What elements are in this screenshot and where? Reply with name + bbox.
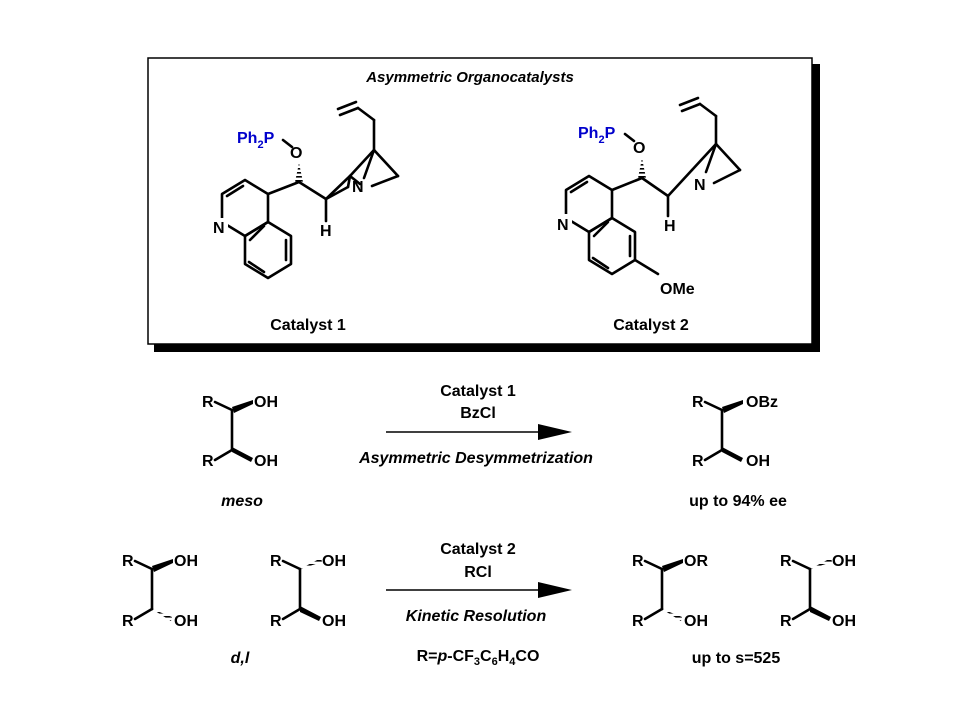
box-title: Asymmetric Organocatalysts [365, 69, 574, 86]
obz-label: OBz [746, 394, 778, 411]
r-label: R [122, 553, 134, 570]
reagent-rcl: RCl [464, 564, 492, 581]
reagent-catalyst: Catalyst 2 [440, 541, 516, 558]
oxygen-label: O [290, 145, 302, 162]
reaction-2: R OH R OH R OH R OH d,l Catalyst 2 RCl K… [122, 541, 856, 668]
r-label: R [202, 394, 214, 411]
r-label: R [202, 453, 214, 470]
oh-label: OH [684, 613, 708, 630]
r-label: R [122, 613, 134, 630]
quinoline-n-label: N [213, 220, 225, 237]
quinoline-n-label: N [557, 217, 569, 234]
catalyst-box: Asymmetric Organocatalysts [147, 57, 820, 352]
r-label: R [780, 553, 792, 570]
box-frame [147, 57, 813, 345]
catalyst-1-caption: Catalyst 1 [270, 317, 346, 334]
s-factor-result: up to s=525 [692, 650, 781, 667]
r-label: R [270, 613, 282, 630]
reaction-name: Kinetic Resolution [406, 608, 547, 625]
arrow-head-icon [538, 582, 572, 598]
oh-label: OH [254, 394, 278, 411]
or-label: OR [684, 553, 708, 570]
oh-label: OH [746, 453, 770, 470]
h-label: H [320, 223, 332, 240]
quinuclidine-n-label: N [694, 177, 706, 194]
quinuclidine-n-label: N [352, 179, 364, 196]
oh-label: OH [174, 553, 198, 570]
ome-label: OMe [660, 281, 695, 298]
ph2p-label: Ph2P [578, 125, 616, 146]
oh-label: OH [174, 613, 198, 630]
reaction-name: Asymmetric Desymmetrization [358, 450, 593, 467]
oxygen-label: O [633, 140, 645, 157]
oh-label: OH [832, 553, 856, 570]
oh-label: OH [322, 613, 346, 630]
r-label: R [270, 553, 282, 570]
catalyst-2-structure: Ph2P O N OMe N H Catalyst 2 [556, 96, 742, 334]
catalyst-1-structure: Ph2P O N N H Catalyst 1 [212, 100, 400, 334]
r-definition: R=p-CF3C6H4CO [417, 648, 540, 668]
oh-label: OH [254, 453, 278, 470]
reagent-bzcl: BzCl [460, 405, 496, 422]
r-label: R [780, 613, 792, 630]
oh-label: OH [322, 553, 346, 570]
reagent-catalyst: Catalyst 1 [440, 383, 516, 400]
h-label: H [664, 218, 676, 235]
r-label: R [692, 394, 704, 411]
ph2p-label: Ph2P [237, 130, 275, 151]
r-label: R [692, 453, 704, 470]
reaction-1: R OH R OH meso Catalyst 1 BzCl Asymmetri… [202, 383, 787, 510]
oh-label: OH [832, 613, 856, 630]
r-label: R [632, 613, 644, 630]
ee-result: up to 94% ee [689, 493, 787, 510]
r-label: R [632, 553, 644, 570]
catalyst-2-caption: Catalyst 2 [613, 317, 689, 334]
arrow-head-icon [538, 424, 572, 440]
dl-label: d,l [231, 650, 250, 667]
meso-label: meso [221, 493, 263, 510]
